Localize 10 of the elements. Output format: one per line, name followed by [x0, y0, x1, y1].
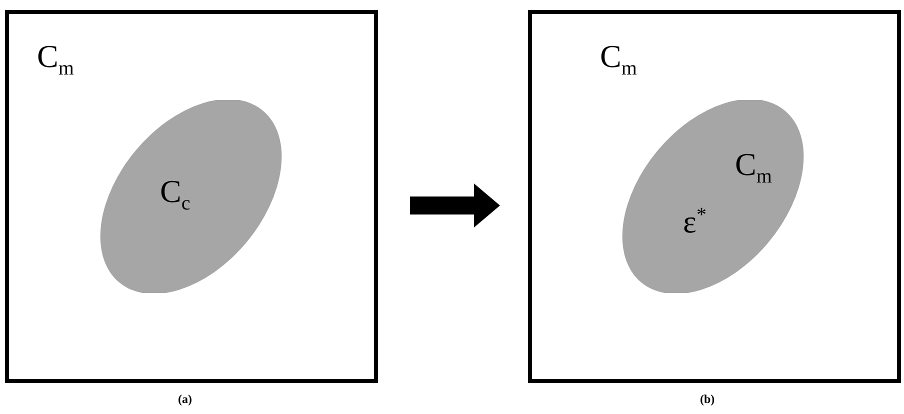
symbol-label: C$_{m}$	[600, 40, 637, 78]
panel-caption: (b)	[700, 392, 715, 407]
matrix-box	[5, 10, 378, 383]
symbol-label: C$_{m}$	[735, 148, 772, 186]
symbol-label: ε$^{*}$	[683, 205, 706, 238]
matrix-box	[528, 10, 901, 383]
symbol-label: C$_{c}$	[160, 175, 190, 214]
panel-caption: (a)	[178, 392, 192, 407]
symbol-label: C$_{m}$	[37, 40, 74, 78]
arrow	[410, 184, 500, 228]
